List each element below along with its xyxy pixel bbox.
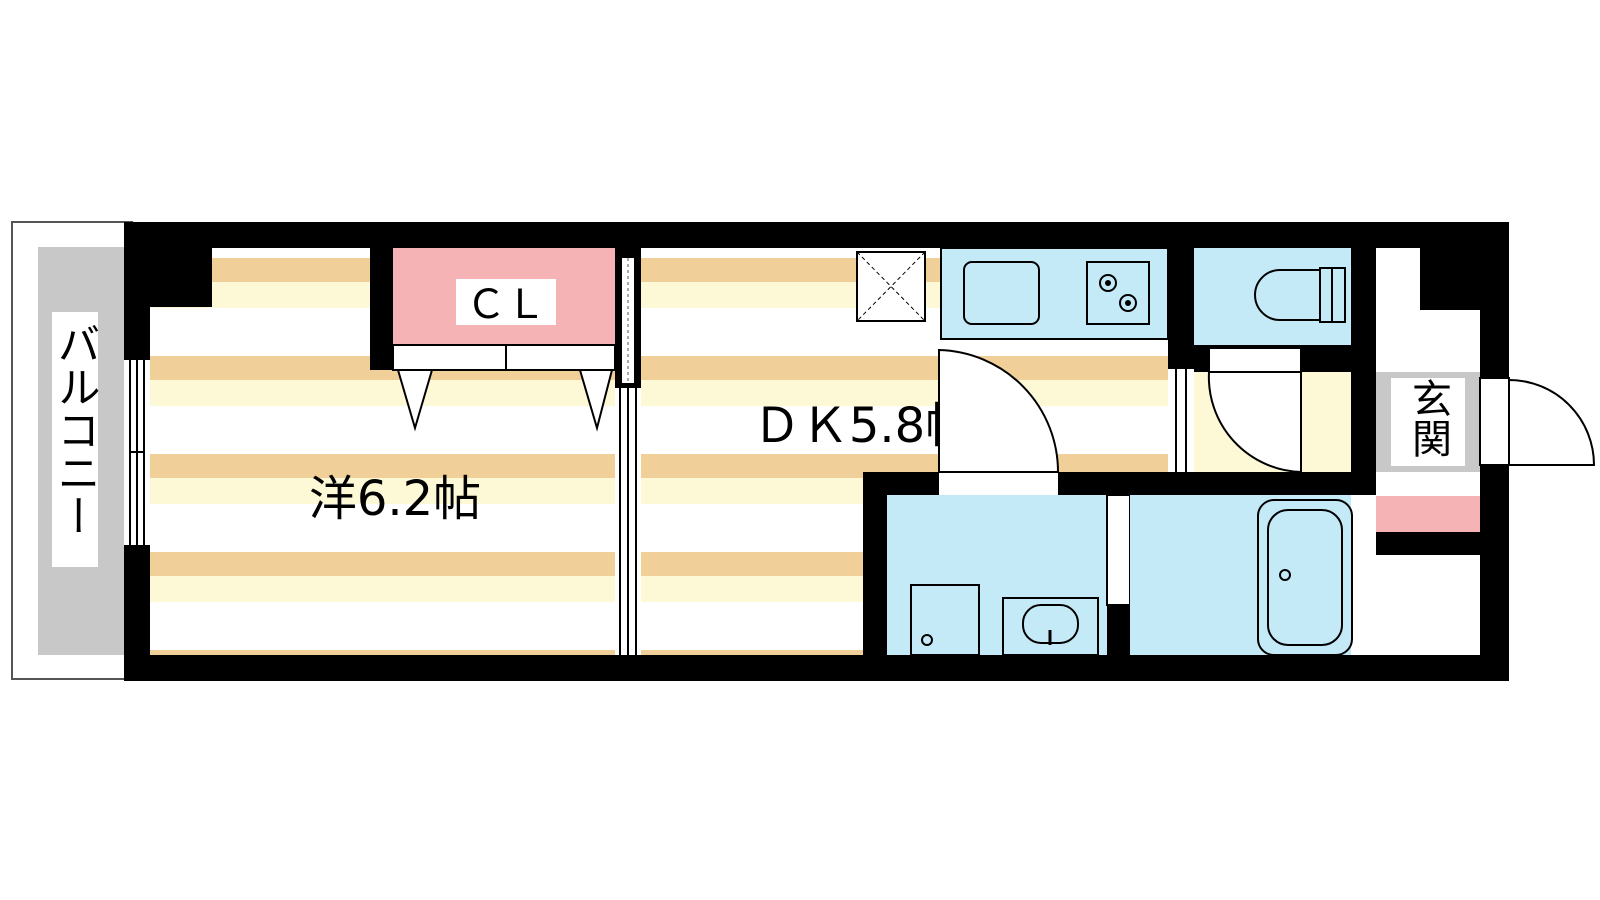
dining-kitchen-label: ＤＫ5.8帖	[753, 398, 973, 454]
closet: ＣＬ	[370, 248, 616, 432]
washroom	[887, 495, 1107, 656]
balcony-window	[124, 360, 150, 545]
toilet	[1194, 248, 1351, 345]
washroom-door[interactable]	[938, 348, 1060, 495]
entrance: 玄関	[1376, 310, 1480, 655]
toilet-door[interactable]	[1207, 371, 1302, 474]
entrance-door[interactable]	[1479, 377, 1596, 466]
partition-sliding-door	[615, 248, 641, 655]
closet-label: ＣＬ	[466, 282, 546, 328]
entrance-label: 玄関	[1405, 378, 1451, 458]
balcony: バルコニー	[11, 221, 133, 680]
western-room-label: 洋6.2帖	[309, 471, 481, 527]
balcony-label: バルコニー	[50, 322, 100, 537]
refrigerator-space	[856, 251, 926, 322]
kitchen-counter	[940, 247, 1169, 340]
bathroom	[1130, 495, 1353, 656]
